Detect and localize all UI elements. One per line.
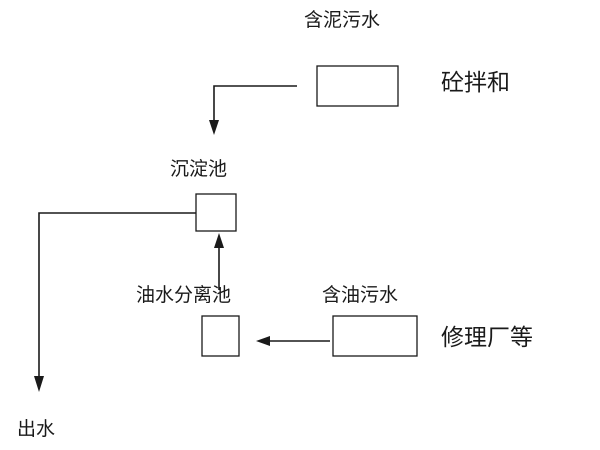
sedimentation-tank-box (195, 193, 237, 232)
arrow-mud-to-sedimentation (213, 85, 297, 124)
mud-wastewater-label: 含泥污水 (304, 9, 381, 31)
oily-wastewater-label: 含油污水 (322, 284, 399, 306)
mud-wastewater-box (316, 65, 399, 107)
repair-shop-label: 修理厂等 (441, 325, 533, 351)
oil-water-separator-box (201, 315, 240, 357)
oil-water-separator-label: 油水分离池 (136, 284, 232, 306)
concrete-mixing-label: 砼拌和 (441, 70, 510, 96)
arrowhead-oily-to-separator (256, 336, 270, 346)
oily-wastewater-box (332, 315, 418, 357)
arrow-sedimentation-to-outlet (38, 212, 196, 378)
outlet-label: 出水 (17, 418, 56, 440)
arrowhead-separator-to-sedimentation (214, 233, 224, 248)
arrowhead-mud-to-sedimentation (209, 120, 219, 135)
arrowhead-sedimentation-to-outlet (34, 376, 44, 392)
sedimentation-tank-label: 沉淀池 (170, 158, 228, 180)
